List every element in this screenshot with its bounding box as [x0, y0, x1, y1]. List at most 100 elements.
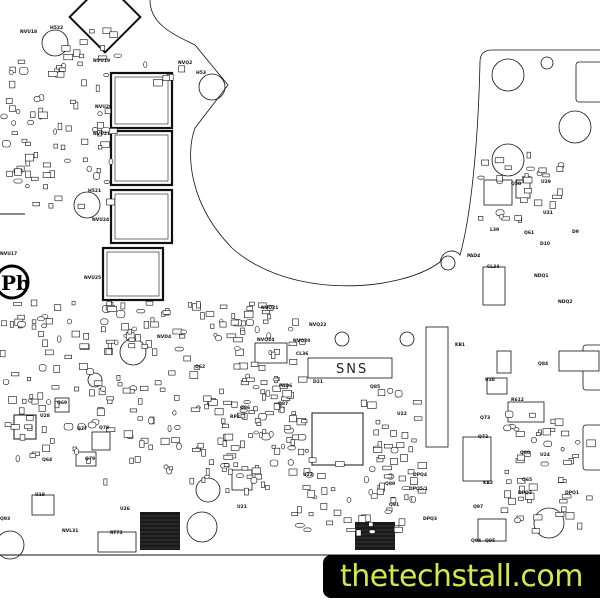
label-q91: Q91 — [389, 502, 399, 508]
resistor — [381, 424, 389, 429]
resistor — [289, 358, 298, 365]
resistor — [95, 84, 100, 92]
edge-connector — [582, 424, 600, 471]
resistor — [550, 428, 556, 432]
capacitor — [113, 53, 122, 58]
resistor — [301, 419, 308, 424]
resistor — [556, 166, 564, 172]
resistor — [412, 400, 422, 405]
label-nvu25: NVU25 — [84, 275, 101, 281]
resistor — [308, 512, 314, 517]
mounting-hole — [119, 338, 147, 366]
resistor — [101, 326, 106, 333]
resistor — [74, 386, 80, 392]
resistor — [5, 98, 13, 104]
component-outline — [477, 518, 507, 542]
resistor — [208, 459, 214, 465]
resistor — [297, 448, 305, 456]
resistor — [398, 518, 406, 526]
resistor — [401, 431, 409, 439]
label-kb1: KB1 — [455, 342, 465, 348]
capacitor — [258, 432, 263, 439]
resistor — [542, 173, 550, 178]
resistor — [267, 304, 274, 311]
label-rt73: RT73 — [110, 530, 123, 536]
resistor — [296, 506, 302, 514]
capacitor — [526, 166, 535, 171]
resistor — [145, 300, 154, 306]
resistor — [291, 434, 299, 441]
resistor — [145, 340, 152, 348]
resistor — [83, 157, 88, 163]
resistor — [233, 363, 241, 370]
resistor — [25, 141, 31, 147]
resistor — [398, 475, 406, 482]
resistor — [555, 512, 565, 517]
resistor — [508, 497, 516, 505]
resistor — [13, 302, 22, 306]
label-nvd4: NVD4 — [157, 334, 171, 340]
capacitor — [77, 423, 86, 430]
resistor — [19, 434, 26, 441]
resistor — [291, 411, 296, 416]
resistor — [188, 302, 193, 308]
resistor — [71, 300, 76, 306]
resistor — [238, 362, 248, 370]
resistor — [557, 188, 563, 196]
resistor — [317, 473, 326, 479]
resistor — [106, 396, 114, 401]
label-q86: Q86 — [240, 405, 250, 411]
resistor — [108, 128, 118, 134]
resistor — [43, 184, 48, 190]
resistor — [128, 337, 136, 342]
resistor — [21, 138, 28, 143]
resistor — [292, 318, 299, 326]
resistor — [204, 404, 209, 410]
label-q78: Q78 — [99, 425, 109, 431]
resistor — [152, 348, 158, 356]
resistor — [586, 439, 596, 448]
capacitor — [268, 430, 274, 438]
resistor — [393, 526, 403, 533]
memory-chip — [109, 188, 174, 245]
resistor — [284, 425, 291, 430]
resistor — [143, 320, 150, 329]
resistor — [22, 398, 27, 404]
resistor — [171, 437, 180, 443]
resistor — [271, 351, 276, 359]
capacitor — [499, 213, 504, 220]
label-pad4: PAD4 — [467, 253, 480, 259]
capacitor — [148, 416, 155, 425]
resistor — [291, 511, 298, 516]
capacitor — [245, 319, 255, 326]
capacitor — [369, 466, 376, 473]
resistor — [189, 371, 199, 379]
component-outline — [91, 431, 111, 451]
memory-chip-die — [114, 193, 169, 240]
resistor — [258, 302, 267, 308]
resistor — [368, 521, 374, 527]
resistor — [279, 383, 288, 390]
resistor — [129, 457, 134, 464]
resistor — [383, 474, 393, 479]
resistor — [246, 377, 255, 382]
sns-connector: SNS — [307, 357, 393, 379]
mounting-hole — [186, 511, 218, 543]
resistor — [138, 398, 143, 405]
resistor — [17, 59, 26, 64]
resistor — [586, 495, 593, 501]
resistor — [139, 440, 145, 448]
resistor — [192, 447, 201, 452]
resistor — [410, 477, 418, 486]
capacitor — [101, 127, 111, 133]
resistor — [127, 329, 132, 335]
label-r612: R612 — [511, 397, 524, 403]
capacitor — [265, 389, 271, 398]
resistor — [106, 198, 115, 206]
resistor — [506, 479, 512, 484]
pb-logo-ring — [0, 264, 30, 300]
capacitor — [53, 128, 57, 135]
capacitor — [575, 439, 581, 445]
resistor — [260, 481, 265, 488]
resistor — [41, 426, 47, 433]
